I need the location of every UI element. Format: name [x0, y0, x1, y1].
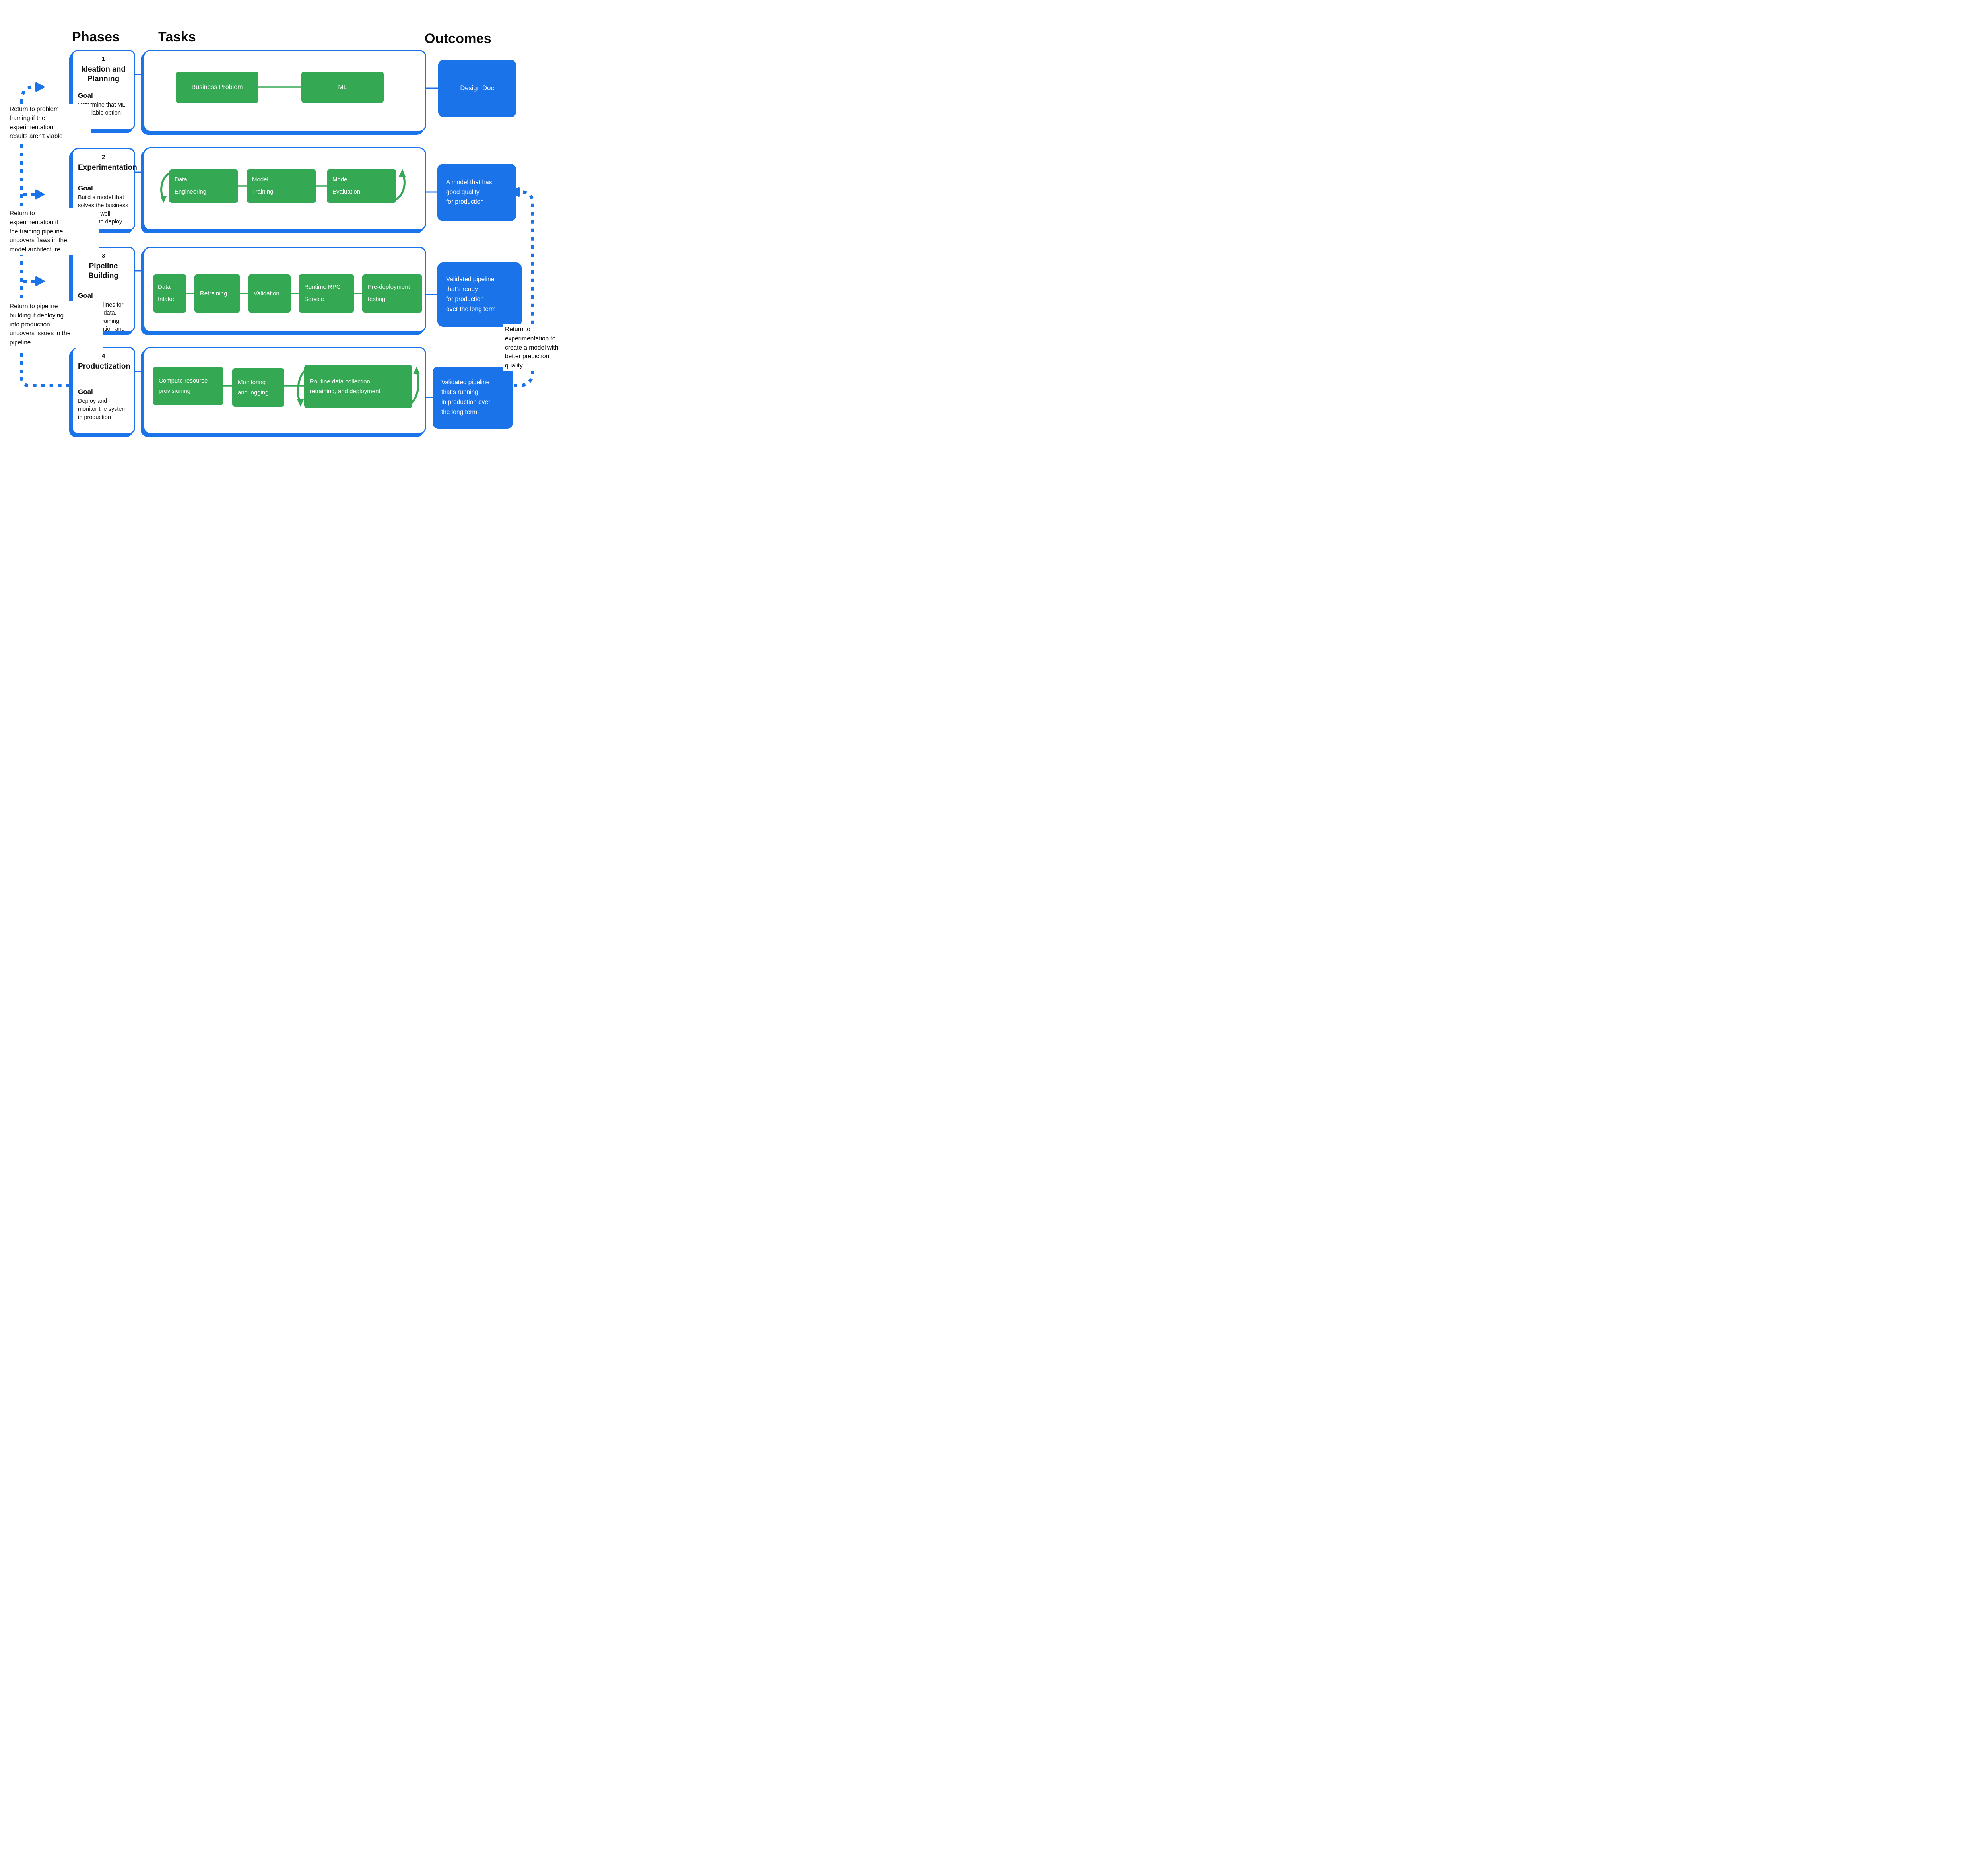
goal-label: Goal: [78, 91, 93, 99]
task-runtime-rpc-service: Runtime RPC Service: [299, 274, 354, 313]
phases-column-header: Phases: [72, 29, 120, 45]
task-model-evaluation: Model Evaluation: [327, 169, 396, 203]
phase-number: 3: [101, 253, 105, 259]
outcome-model-good-quality: A model that has good quality for produc…: [437, 164, 516, 221]
task-data-intake: Data Intake: [153, 274, 186, 313]
phase-title: Pipeline Building: [88, 262, 118, 280]
outcome-validated-pipeline-ready: Validated pipeline that’s ready for prod…: [437, 262, 522, 327]
task-pre-deployment-testing: Pre-deployment testing: [362, 274, 422, 313]
task-routine-data-collection-retraining-deployment: Routine data collection, retraining, and…: [304, 365, 412, 408]
annotation-return-pipeline-building: Return to pipeline building if deploying…: [8, 301, 103, 348]
annotation-return-better-prediction: Return to experimentation to create a mo…: [503, 324, 564, 371]
mlops-lifecycle-diagram: Phases Tasks Outcomes 1 Ideation and Pla…: [0, 0, 564, 465]
annotation-return-problem-framing: Return to problem framing if the experim…: [8, 104, 91, 142]
tasks-column-header: Tasks: [158, 29, 196, 45]
task-data-engineering: Data Engineering: [169, 169, 238, 203]
task-model-training: Model Training: [247, 169, 316, 203]
goal-label: Goal: [78, 184, 93, 192]
task-retraining: Retraining: [194, 274, 240, 313]
outcome-design-doc: Design Doc: [438, 60, 516, 117]
return-arrow-right-icon: [35, 82, 45, 92]
task-business-problem: Business Problem: [176, 72, 258, 103]
task-validation: Validation: [248, 274, 291, 313]
goal-label: Goal: [78, 291, 93, 299]
task-compute-resource-provisioning: Compute resource provisioning: [153, 367, 223, 405]
task-monitoring-and-logging: Monitoring and logging: [232, 368, 284, 407]
goal-text: Determine that ML is a viable option: [78, 101, 126, 117]
phase-title: Experimentation: [78, 163, 137, 172]
annotation-return-experimentation: Return to experimentation if the trainin…: [8, 208, 99, 255]
phase-number: 1: [101, 56, 105, 62]
phase-number: 4: [101, 353, 105, 359]
return-arrow-right-icon: [35, 276, 45, 286]
phase-title: Productization: [78, 362, 130, 371]
phase-number: 2: [101, 154, 105, 161]
phase-title: Ideation and Planning: [81, 65, 126, 83]
phase-to-tasks-connectors: [135, 74, 144, 372]
task-ml: ML: [301, 72, 384, 103]
phase-card-productization: 4 Productization Goal Deploy and monitor…: [72, 347, 135, 434]
outcomes-column-header: Outcomes: [425, 31, 491, 46]
return-arrow-right-icon: [35, 189, 45, 200]
goal-label: Goal: [78, 388, 93, 396]
goal-text: Deploy and monitor the system in product…: [78, 398, 127, 421]
outcome-validated-pipeline-running: Validated pipeline that’s running in pro…: [433, 367, 513, 429]
tasks-to-outcome-connectors: [426, 87, 439, 398]
